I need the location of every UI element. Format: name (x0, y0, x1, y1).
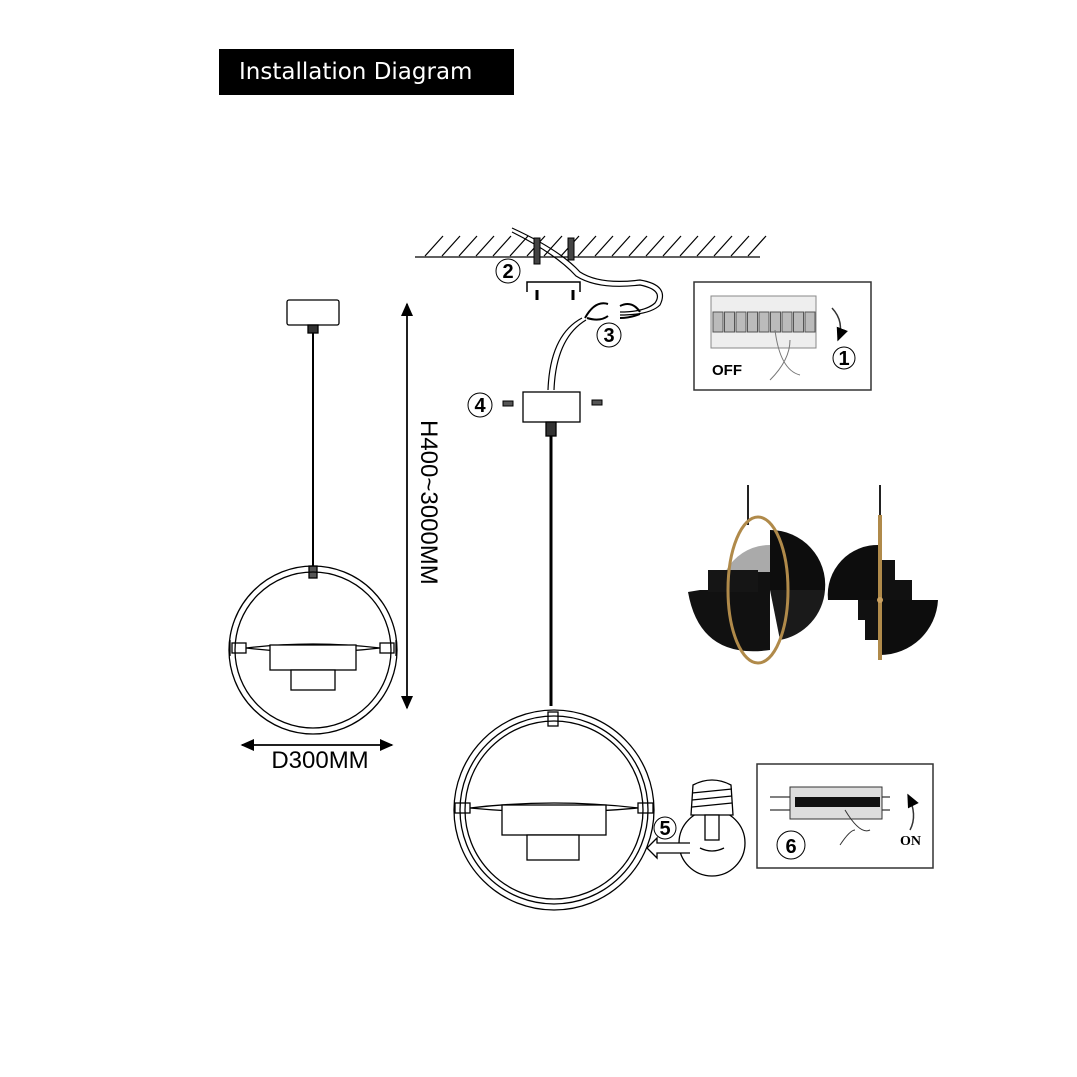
hatch-line (645, 235, 665, 257)
hatch-line (747, 235, 767, 257)
canopy (286, 299, 340, 326)
breaker-switch (804, 311, 816, 333)
hatch-line (475, 235, 495, 257)
wire-connectors (584, 302, 641, 321)
breaker-switch (712, 311, 724, 333)
step-6-number: 6 (785, 836, 796, 858)
breaker-switch (758, 311, 770, 333)
step-6-breaker-on-panel: ON 6 (756, 763, 934, 869)
hatch-line (424, 235, 444, 257)
hatch-line (492, 235, 512, 257)
canopy-screws (502, 399, 603, 407)
diagram-title: Installation Diagram (219, 49, 514, 95)
wall-anchors (533, 237, 575, 265)
svg-text:5: 5 (659, 818, 670, 840)
svg-text:2: 2 (502, 261, 513, 283)
breaker-switch (747, 311, 758, 333)
hatch-line (611, 235, 631, 257)
breaker-switch (793, 311, 804, 333)
hatch-line (696, 235, 716, 257)
hatch-line (458, 235, 478, 257)
hatch-line (594, 235, 614, 257)
dimension-lamp-drawing (228, 299, 398, 735)
on-label: ON (900, 834, 921, 849)
insert-arrow-icon (646, 836, 690, 860)
step-5-bulb (646, 779, 746, 877)
hatch-line (730, 235, 750, 257)
hatch-line (679, 235, 699, 257)
breaker-switch (781, 311, 793, 333)
step-5-marker: 5 (653, 816, 677, 840)
breaker-switch (770, 311, 781, 333)
step-1-breaker-off-panel: OFF 1 (693, 281, 872, 391)
hatch-line (441, 235, 461, 257)
main-lamp-drawing (453, 391, 655, 911)
product-photo-front (688, 485, 826, 665)
step-2-marker: 2 (495, 258, 521, 284)
ceiling (415, 235, 767, 258)
svg-text:3: 3 (603, 325, 614, 347)
diameter-label: D300MM (271, 747, 368, 774)
hatch-line (628, 235, 648, 257)
height-label: H400~3000MM (415, 420, 442, 585)
hatch-line (577, 235, 597, 257)
hatch-line (662, 235, 682, 257)
product-photo-side (827, 485, 938, 660)
step-4-marker: 4 (467, 392, 493, 418)
mounting-bracket (526, 281, 581, 300)
breaker-switch (724, 311, 735, 333)
step-3-marker: 3 (596, 322, 622, 348)
svg-text:4: 4 (474, 395, 486, 417)
mains-wire (511, 227, 664, 391)
off-label: OFF (712, 362, 742, 379)
hatch-line (713, 235, 733, 257)
breaker-switch (735, 311, 747, 333)
step-1-number: 1 (838, 348, 849, 370)
